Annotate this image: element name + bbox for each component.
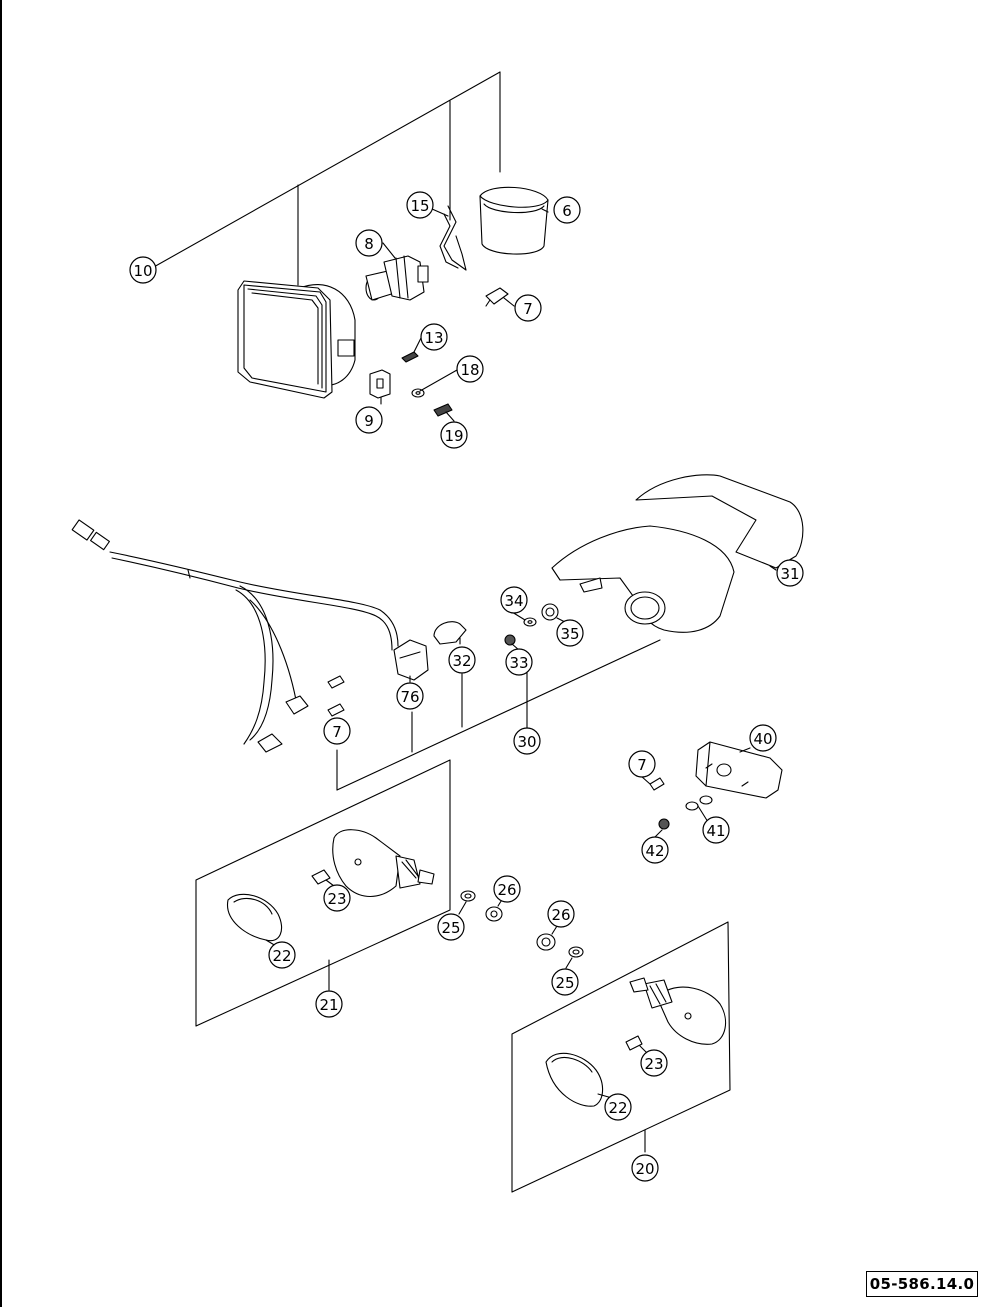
callout-23-right: 23 [644,1055,663,1073]
parking-bulb-top [485,287,509,307]
diagram-code-label: 05-586.14.0 [866,1271,978,1297]
indicator-left-bracket [195,759,451,1027]
tail-group-bracket [336,639,661,791]
callout-30: 30 [517,733,536,751]
indicator-left-bulb-23 [265,869,335,947]
callout-26-left: 26 [497,881,516,899]
callout-7-top: 7 [523,300,533,318]
headlight-rubber-ring [479,186,549,255]
indicator-right-bracket [511,921,731,1193]
callout-10: 10 [133,262,152,280]
callout-15: 15 [410,197,429,215]
indicator-left-body [332,829,435,898]
callout-42: 42 [645,842,664,860]
indicator-right-lens-22 [545,1052,604,1107]
headlight-group-bracket [151,71,501,286]
callout-22-left: 22 [272,947,291,965]
callout-41: 41 [706,822,725,840]
rear-fender-31 [635,474,804,569]
callout-18: 18 [460,361,479,379]
callout-34: 34 [504,592,523,610]
callout-31: 31 [780,565,799,583]
callout-25-right: 25 [555,974,574,992]
screw-13 [401,351,419,363]
callout-8: 8 [364,235,374,253]
callout-20: 20 [635,1160,654,1178]
headlight-bulb-h4 [365,255,429,301]
callout-23-left: 23 [327,890,346,908]
callout-25-left: 25 [441,919,460,937]
callout-7-middle: 7 [332,723,342,741]
indicator-left-lens-22 [227,893,283,942]
headlight-bracket-9 [369,369,391,399]
tail-bulb-32 [433,621,467,645]
socket-bulbs-harness [257,675,345,753]
callout-circles [129,191,804,1182]
tail-light-housing-30 [551,525,735,633]
callout-76: 76 [400,688,419,706]
center-nuts-washers [458,890,584,969]
page-left-border [0,0,2,1307]
callout-7-right: 7 [637,756,647,774]
callout-32: 32 [452,652,471,670]
license-plate-light-40 [640,741,783,839]
callout-6: 6 [562,202,572,220]
callout-26-right: 26 [551,906,570,924]
bulb-holder-spring [439,205,467,271]
indicator-right-bulb-23 [597,1035,649,1099]
indicator-right-body [629,977,727,1045]
callout-13: 13 [424,329,443,347]
callout-9: 9 [364,412,374,430]
screw-19 [433,403,453,417]
headlight-housing [237,280,356,399]
callout-22-right: 22 [608,1099,627,1117]
callout-35: 35 [560,625,579,643]
callout-40: 40 [753,730,772,748]
small-hardware-33-35 [504,603,559,646]
callout-19: 19 [444,427,463,445]
wiring-harness [71,519,429,745]
callout-33: 33 [509,654,528,672]
callout-21: 21 [319,996,338,1014]
